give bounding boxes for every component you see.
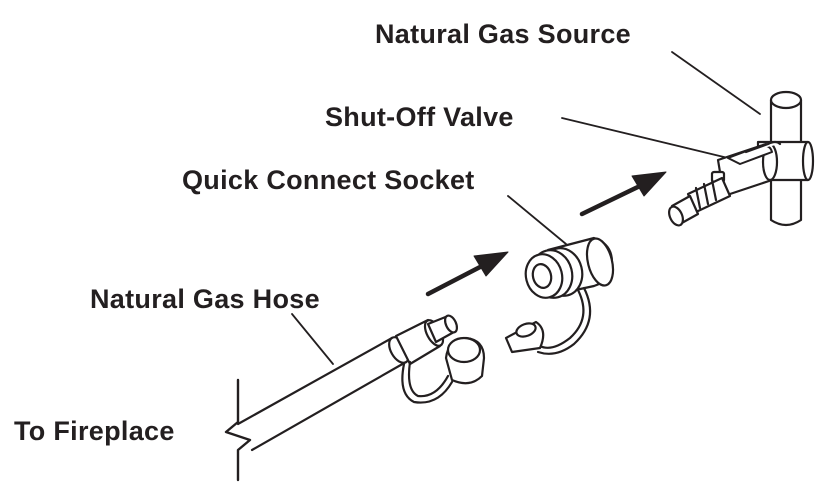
shutoff-valve (668, 140, 782, 227)
leader-shutoff-valve (561, 117, 729, 159)
leader-lines (291, 51, 761, 365)
label-quick-connect-socket: Quick Connect Socket (182, 165, 475, 195)
arrow-to-valve (579, 171, 667, 217)
break-symbol (224, 378, 252, 482)
arrow-to-socket (425, 251, 509, 297)
label-natural-gas-source: Natural Gas Source (375, 19, 631, 49)
gas-hose (236, 314, 486, 452)
label-to-fireplace: To Fireplace (14, 416, 175, 446)
label-shut-off-valve: Shut-Off Valve (325, 102, 514, 132)
leader-gas-hose (291, 313, 334, 365)
quick-connect-socket (504, 236, 615, 355)
leader-gas-source (671, 51, 761, 115)
leader-quick-connect (507, 195, 567, 245)
label-natural-gas-hose: Natural Gas Hose (90, 284, 320, 314)
